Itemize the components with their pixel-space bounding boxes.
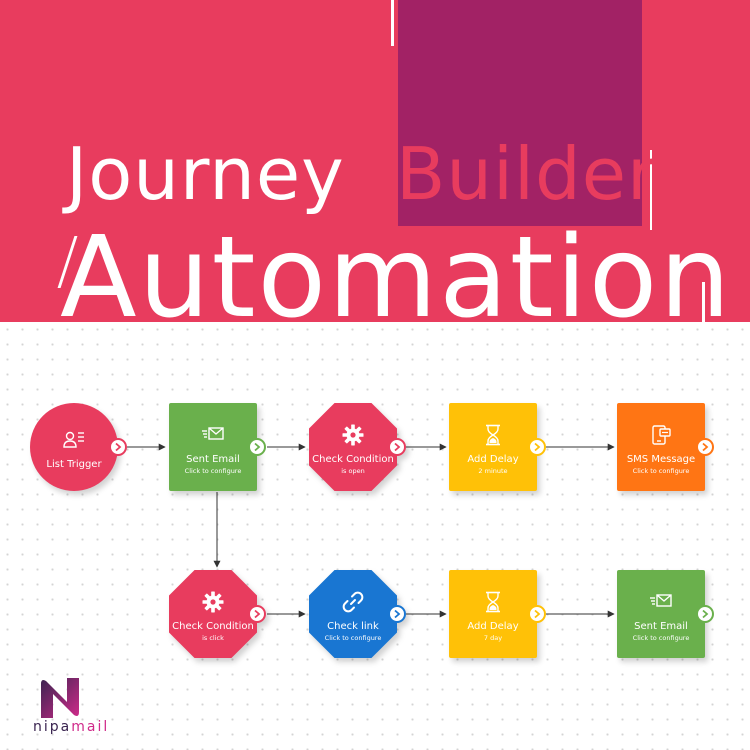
hero-accent-square — [398, 0, 642, 226]
node-title: Sent Email — [634, 620, 688, 632]
node-subtitle: Click to configure — [184, 466, 242, 475]
node-output-port[interactable] — [696, 605, 714, 623]
node-list-trigger[interactable]: List Trigger — [30, 403, 127, 491]
hero-banner: Journey Builder Automation — [0, 0, 750, 322]
chevron-right-icon — [115, 442, 122, 452]
node-title: Check link — [327, 620, 379, 632]
sms-icon — [652, 424, 671, 445]
node-shape — [617, 403, 705, 491]
node-output-port[interactable] — [109, 438, 127, 456]
gear-icon — [202, 591, 224, 612]
node-check-condition[interactable]: Check Condition is click — [169, 570, 266, 658]
node-shape — [309, 570, 397, 658]
chevron-right-icon — [702, 609, 709, 619]
hero-decor-line — [650, 150, 652, 230]
node-sent-email[interactable]: Sent Email Click to configure — [169, 403, 266, 491]
node-title: List Trigger — [46, 458, 102, 470]
chevron-right-icon — [254, 609, 261, 619]
node-subtitle: is open — [341, 466, 365, 475]
node-sms-message[interactable]: SMS Message Click to configure — [617, 403, 714, 491]
email-send-icon — [202, 426, 224, 440]
node-title: Sent Email — [186, 453, 240, 465]
node-output-port[interactable] — [388, 605, 406, 623]
user-list-icon — [63, 431, 84, 448]
hourglass-icon — [486, 591, 500, 612]
node-title: Add Delay — [467, 620, 519, 632]
email-send-icon — [650, 593, 672, 607]
chevron-right-icon — [534, 442, 541, 452]
chevron-right-icon — [534, 609, 541, 619]
hero-decor-line — [391, 0, 394, 46]
hero-title-journey: Journey — [66, 132, 345, 216]
workflow-canvas[interactable] — [0, 322, 750, 750]
node-subtitle: is click — [202, 633, 224, 642]
node-subtitle: 2 minute — [478, 466, 508, 475]
link-icon — [342, 591, 364, 612]
node-output-port[interactable] — [248, 438, 266, 456]
node-check-link[interactable]: Check link Click to configure — [309, 570, 406, 658]
hero-title-builder: Builder — [396, 132, 658, 216]
node-title: Add Delay — [467, 453, 519, 465]
node-output-port[interactable] — [388, 438, 406, 456]
chevron-right-icon — [254, 442, 261, 452]
chevron-right-icon — [702, 442, 709, 452]
nipamail-wordmark: nipamail — [33, 719, 110, 735]
node-title: Check Condition — [312, 453, 394, 465]
node-shape — [617, 570, 705, 658]
node-check-condition[interactable]: Check Condition is open — [309, 403, 406, 491]
gear-icon — [342, 424, 364, 445]
nipamail-logo-mark — [41, 678, 79, 718]
node-subtitle: Click to configure — [632, 466, 690, 475]
node-shape — [169, 403, 257, 491]
node-title: SMS Message — [626, 453, 696, 465]
chevron-right-icon — [394, 442, 401, 452]
node-output-port[interactable] — [248, 605, 266, 623]
node-subtitle: 7 day — [483, 633, 503, 642]
node-title: Check Condition — [172, 620, 254, 632]
node-output-port[interactable] — [696, 438, 714, 456]
node-shape — [309, 403, 397, 491]
node-add-delay[interactable]: Add Delay 7 day — [449, 570, 546, 658]
chevron-right-icon — [394, 609, 401, 619]
hero-title-automation: Automation — [60, 213, 733, 322]
node-subtitle: Click to configure — [324, 633, 382, 642]
node-sent-email[interactable]: Sent Email Click to configure — [617, 570, 714, 658]
node-output-port[interactable] — [528, 605, 546, 623]
node-shape — [449, 570, 537, 658]
nipamail-logo: nipamail — [33, 676, 113, 736]
node-shape — [449, 403, 537, 491]
hourglass-icon — [486, 424, 500, 445]
node-shape — [169, 570, 257, 658]
node-subtitle: Click to configure — [632, 633, 690, 642]
hero-decor-line — [702, 282, 705, 322]
node-output-port[interactable] — [528, 438, 546, 456]
node-add-delay[interactable]: Add Delay 2 minute — [449, 403, 546, 491]
